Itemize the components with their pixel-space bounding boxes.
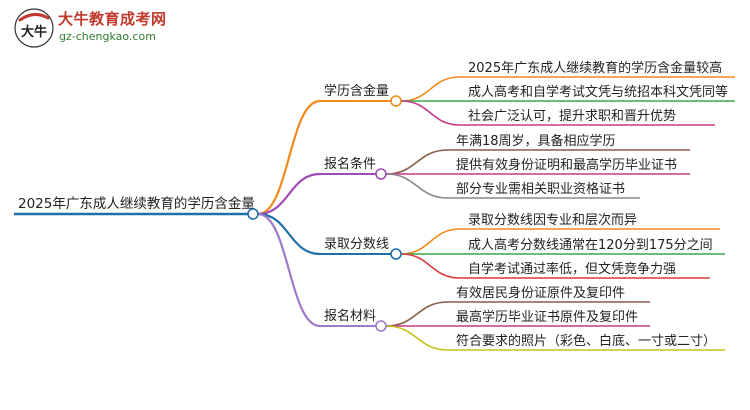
branch-0-leaf-2-label: 社会广泛认可，提升求职和晋升优势 (468, 108, 676, 124)
branch-0-leaf-0-label: 2025年广东成人继续教育的学历含金量较高 (468, 60, 722, 76)
edge-branch-3-to-leaf-2 (385, 325, 449, 351)
edge-branch-2-to-leaf-0 (400, 228, 461, 255)
edge-branch-0-to-leaf-0 (400, 76, 461, 102)
branch-0-label: 学历含金量 (324, 83, 389, 99)
edge-branch-3-to-leaf-0 (385, 301, 449, 327)
mind-map-labels: 2025年广东成人继续教育的学历含金量 学历含金量 2025年广东成人继续教育的学历… (18, 60, 728, 349)
edge-root-to-branch-1 (257, 172, 321, 216)
branch-1-leaf-1-label: 提供有效身份证明和最高学历毕业证书 (456, 157, 677, 173)
edge-root-to-branch-3 (257, 212, 321, 328)
edge-root-to-branch-2 (257, 212, 321, 256)
branch-3-node-circle[interactable] (375, 320, 387, 332)
edge-branch-0-to-leaf-2 (400, 100, 461, 126)
logo-mark-text: 大牛 (21, 24, 47, 40)
branch-3-leaf-1-label: 最高学历毕业证书原件及复印件 (456, 309, 638, 325)
branch-0-node-circle[interactable] (390, 95, 402, 107)
branch-3-leaf-0-label: 有效居民身份证原件及复印件 (456, 285, 625, 301)
logo-title: 大牛教育成考网 (58, 10, 167, 28)
mind-map-node-circles (247, 95, 402, 332)
branch-0-leaf-1-label: 成人高考和自学考试文凭与统招本科文凭同等 (468, 84, 728, 100)
root-node-label: 2025年广东成人继续教育的学历含金量 (18, 196, 255, 212)
edge-branch-1-to-leaf-0 (385, 149, 449, 175)
branch-2-node-circle[interactable] (390, 248, 402, 260)
branch-2-leaf-2-label: 自学考试通过率低，但文凭竞争力强 (468, 261, 676, 277)
branch-2-leaf-1-label: 成人高考分数线通常在120分到175分之间 (468, 237, 713, 253)
logo-mark-icon: 大牛 (14, 8, 54, 48)
edge-branch-1-to-leaf-2 (385, 173, 449, 199)
branch-3-leaf-2-label: 符合要求的照片（彩色、白底、一寸或二寸） (456, 333, 716, 349)
mind-map-edges (257, 76, 461, 351)
branch-2-label: 录取分数线 (324, 237, 389, 252)
branch-3-label: 报名材料 (324, 308, 376, 324)
mind-map-underlines (14, 76, 735, 351)
edge-root-to-branch-0 (257, 99, 321, 216)
root-node-circle[interactable] (247, 208, 259, 220)
branch-1-leaf-2-label: 部分专业需相关职业资格证书 (456, 181, 625, 197)
site-logo[interactable]: 大牛 大牛教育成考网 gz-chengkao.com (12, 6, 172, 50)
branch-1-node-circle[interactable] (375, 168, 387, 180)
edge-branch-2-to-leaf-2 (400, 253, 461, 279)
branch-1-leaf-0-label: 年满18周岁，具备相应学历 (456, 133, 616, 149)
branch-1-label: 报名条件 (324, 156, 376, 172)
branch-2-leaf-0-label: 录取分数线因专业和层次而异 (468, 212, 637, 228)
logo-url: gz-chengkao.com (59, 30, 156, 43)
